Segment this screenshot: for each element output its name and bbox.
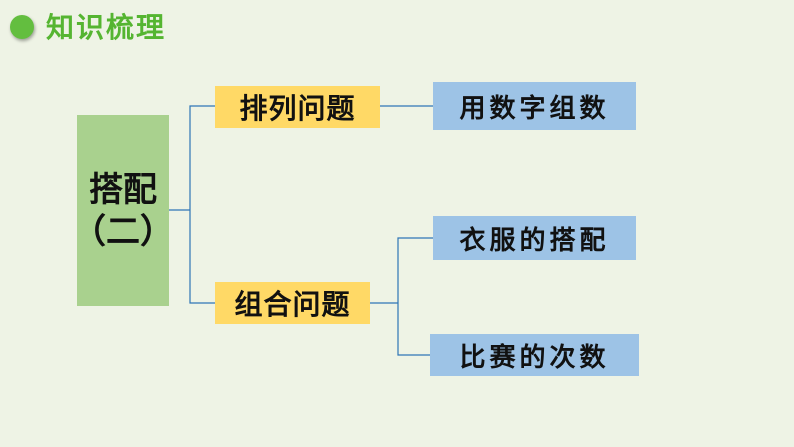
leaf-node-label: 衣服的搭配 [459,225,610,256]
connector-cat2-branches [397,237,433,356]
category-node-label: 排列问题 [239,92,356,125]
category-node-label: 组合问题 [234,288,351,321]
leaf-node-label: 比赛的次数 [459,342,610,373]
leaf-node-match-count: 比赛的次数 [430,334,639,376]
category-node-combination: 组合问题 [215,282,370,324]
root-node-label: 搭配 [89,169,157,210]
header-bullet-icon [10,15,34,39]
root-node: 搭配 （二） [72,115,174,306]
connector-root-branches [189,105,215,304]
leaf-node-form-numbers: 用数字组数 [433,82,636,130]
page-title: 知识梳理 [46,11,167,44]
leaf-node-clothing-matching: 衣服的搭配 [433,216,636,260]
root-node-sublabel: （二） [72,211,174,252]
leaf-node-label: 用数字组数 [459,93,610,124]
category-node-permutation: 排列问题 [215,86,380,128]
